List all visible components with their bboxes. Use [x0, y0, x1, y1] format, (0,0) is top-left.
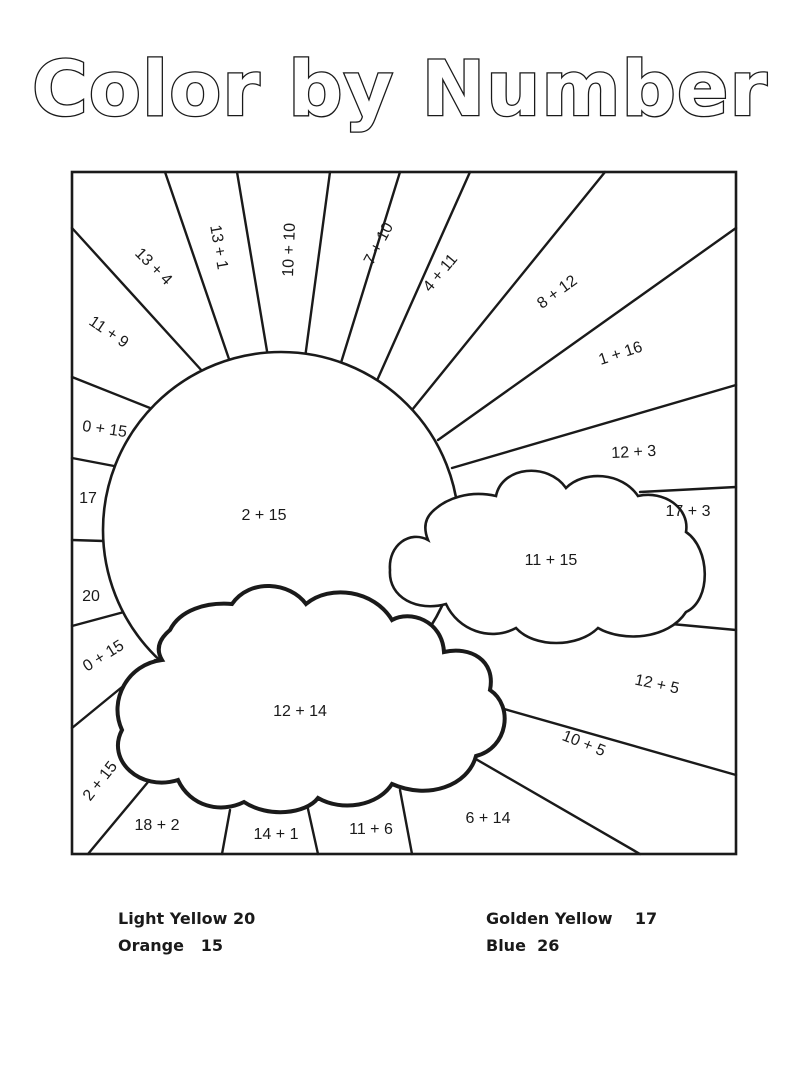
- key-orange: Orange 15: [118, 936, 223, 955]
- page-title: Color by Number: [31, 43, 769, 135]
- label-ray-0-15-top: 0 + 15: [81, 418, 128, 441]
- big-cloud-shape: [115, 584, 507, 815]
- label-ray-17-3: 17 + 3: [666, 503, 711, 520]
- key-golden-yellow: Golden Yellow 17: [486, 909, 658, 928]
- label-ray-11-6: 11 + 6: [349, 821, 393, 838]
- label-ray-20: 20: [82, 588, 100, 605]
- key-light-yellow: Light Yellow 20: [118, 909, 256, 928]
- small-cloud-shape: [388, 469, 706, 645]
- label-cloud-small-11-15: 11 + 15: [525, 552, 578, 569]
- label-ray-10-10: 10 + 10: [280, 223, 299, 277]
- key-blue: Blue 26: [486, 936, 560, 955]
- label-ray-12-3: 12 + 3: [611, 443, 657, 462]
- label-cloud-big-12-14: 12 + 14: [273, 703, 327, 720]
- label-ray-17: 17: [79, 490, 97, 507]
- label-sun-2-15: 2 + 15: [242, 507, 287, 524]
- label-ray-6-14: 6 + 14: [466, 810, 511, 827]
- label-ray-14-1: 14 + 1: [254, 826, 299, 843]
- title-text: Color by Number: [32, 44, 768, 133]
- label-ray-18-2: 18 + 2: [135, 817, 180, 834]
- sun-rays: [70, 170, 738, 856]
